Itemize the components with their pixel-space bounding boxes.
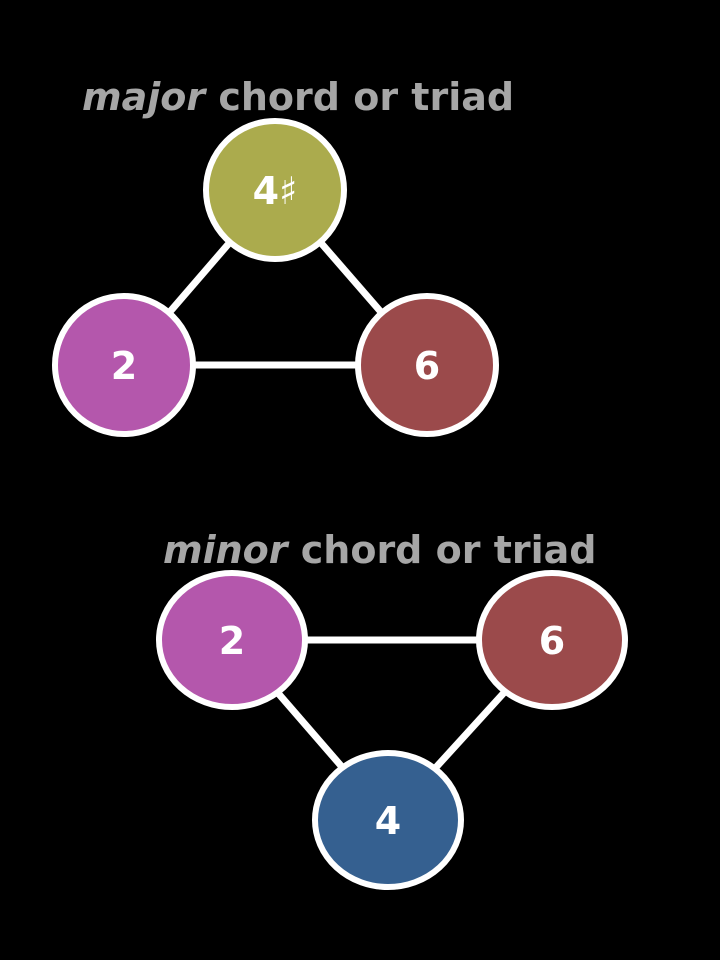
minor-node-bottom: 4: [312, 750, 464, 890]
major-node-left: 2: [52, 293, 196, 437]
major-title-rest: chord or triad: [205, 75, 515, 119]
major-node-right-circle: [355, 293, 499, 437]
minor-node-left: 2: [156, 570, 308, 710]
minor-node-left-label: 2: [219, 619, 245, 663]
major-node-top-circle: [203, 118, 347, 262]
minor-title-rest: chord or triad: [287, 528, 597, 572]
major-node-right-label: 6: [414, 344, 440, 388]
minor-title-emphasis: minor: [163, 528, 288, 572]
minor-node-right-circle: [476, 570, 628, 710]
minor-node-right: 6: [476, 570, 628, 710]
major-node-right: 6: [355, 293, 499, 437]
major-node-top: 4♯: [203, 118, 347, 262]
minor-node-bottom-label: 4: [375, 799, 401, 843]
minor-triad-diagram: 2 6 4: [156, 570, 628, 890]
major-node-left-circle: [52, 293, 196, 437]
major-triad-title: major chord or triad: [82, 78, 514, 116]
minor-node-right-label: 6: [539, 619, 565, 663]
major-node-top-label: 4♯: [253, 169, 298, 213]
major-node-left-label: 2: [111, 344, 137, 388]
major-triad-diagram: 4♯ 2 6: [52, 118, 499, 437]
minor-node-bottom-circle: [312, 750, 464, 890]
major-title-emphasis: major: [82, 75, 206, 119]
minor-triad-title: minor chord or triad: [163, 531, 596, 569]
minor-node-left-circle: [156, 570, 308, 710]
